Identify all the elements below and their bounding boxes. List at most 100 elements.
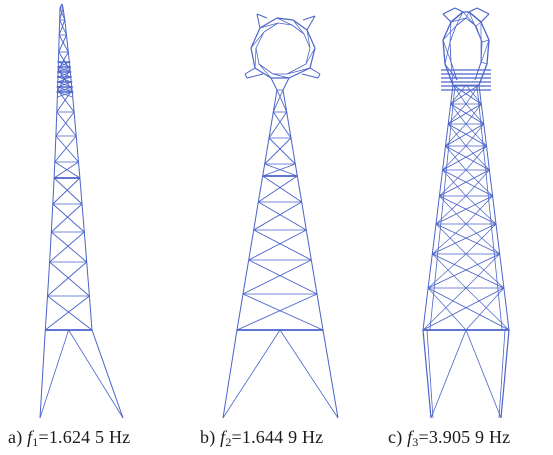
- tower-head-brace: [292, 19, 305, 35]
- tower-brace-member: [465, 195, 497, 225]
- tower-leg-member: [488, 169, 494, 197]
- tower-head-frame: [286, 63, 307, 75]
- tower-leg-member: [442, 145, 446, 171]
- tower-brace-member: [442, 169, 467, 197]
- tower-brace-member: [432, 223, 467, 255]
- tower-leg-member: [58, 19, 61, 36]
- tower-brace-member: [450, 84, 480, 105]
- tower-leg-member: [52, 177, 55, 205]
- tower-head-brace: [442, 39, 452, 63]
- crossarm-member: [57, 66, 71, 73]
- crossarm-member: [57, 76, 71, 83]
- tower-brace-member: [439, 195, 467, 225]
- panel-a: [0, 0, 180, 420]
- tower-leg-member: [450, 84, 454, 105]
- tower-brace-member: [465, 223, 497, 255]
- earth-peak-right: [480, 13, 490, 23]
- tower-head-brace: [305, 47, 316, 65]
- tower-brace-member: [435, 223, 500, 255]
- tower-brace-member: [465, 169, 490, 197]
- panel-b: [185, 0, 370, 420]
- tower-brace-member: [45, 295, 90, 331]
- caption-b-tag: b): [200, 427, 216, 447]
- tower-brace-member: [445, 123, 485, 147]
- tower-head-frame: [255, 47, 260, 65]
- tower-brace-member: [248, 229, 307, 261]
- caption-c-subscript: 3: [412, 435, 419, 449]
- tower-brace-member: [52, 203, 85, 233]
- tower-head-frame: [303, 33, 311, 49]
- foundation-leg: [322, 329, 339, 419]
- tower-leg-member: [431, 223, 437, 255]
- tower-brace-member: [262, 175, 302, 203]
- tower-brace-member: [55, 111, 75, 137]
- tower-brace-member: [465, 223, 500, 255]
- caption-b-symbol: f: [220, 427, 226, 447]
- caption-b-value: =1.644 9 Hz: [231, 427, 324, 447]
- tower-leg-member: [83, 231, 88, 263]
- tower-b-mode-shape: [222, 13, 339, 419]
- tower-leg-member: [242, 259, 250, 295]
- tower-head-brace: [455, 11, 464, 27]
- panel-c: [375, 0, 553, 420]
- tower-brace-member: [465, 287, 505, 331]
- tower-brace-member: [435, 195, 467, 225]
- tower-leg-member: [257, 175, 264, 203]
- tower-head-frame: [259, 17, 278, 29]
- tower-leg-member: [56, 89, 59, 113]
- crossarm-member: [57, 81, 72, 88]
- tower-brace-member: [450, 103, 467, 125]
- tower-brace-member: [465, 84, 480, 105]
- tower-head-frame: [254, 67, 272, 79]
- tower-head-brace: [259, 22, 279, 29]
- tower-leg-member: [53, 161, 56, 179]
- tower-brace-member: [53, 177, 83, 205]
- tower-brace-member: [59, 19, 67, 36]
- tower-leg-member: [503, 287, 510, 331]
- tower-head-frame: [480, 21, 490, 41]
- crossarm-member: [58, 61, 70, 68]
- tower-brace-member: [53, 161, 79, 179]
- foundation-leg: [500, 329, 510, 419]
- tower-brace-member: [465, 123, 487, 147]
- tower-brace-member: [465, 253, 500, 289]
- tower-head-frame: [291, 24, 305, 35]
- tower-head-frame: [288, 67, 311, 79]
- tower-brace-member: [465, 103, 482, 125]
- tower-leg-member: [58, 34, 60, 53]
- tower-brace-member: [49, 231, 85, 263]
- tower-head-brace: [286, 67, 311, 75]
- tower-leg-member: [79, 177, 83, 205]
- tower-brace-member: [432, 253, 505, 289]
- tower-head-frame: [309, 47, 316, 69]
- tower-leg-member: [290, 137, 296, 165]
- caption-b-subscript: 2: [225, 435, 232, 449]
- tower-brace-member: [447, 123, 487, 147]
- tower-waist: [270, 77, 278, 91]
- tower-head-frame: [486, 39, 490, 65]
- crossarm-left: [246, 73, 264, 79]
- tower-leg-member: [305, 229, 312, 261]
- tower-head-brace: [442, 25, 457, 41]
- tower-leg-member: [86, 261, 90, 297]
- earth-peak-right: [468, 7, 478, 13]
- tower-brace-member: [242, 293, 324, 331]
- foundation-leg: [430, 329, 467, 419]
- tower-head-brace: [450, 17, 467, 23]
- tower-leg-member: [50, 203, 54, 233]
- tower-brace-member: [439, 169, 490, 197]
- tower-brace-member: [258, 175, 298, 203]
- caption-c-value: =3.905 9 Hz: [418, 427, 511, 447]
- tower-head-frame: [442, 39, 446, 65]
- tower-leg-member: [478, 84, 482, 105]
- tower-a-mode-shape: [39, 3, 124, 419]
- tower-head-brace: [272, 73, 290, 79]
- tower-brace-member: [445, 123, 467, 147]
- tower-brace-member: [427, 253, 467, 289]
- caption-a-tag: a): [8, 427, 23, 447]
- tower-brace-member: [442, 169, 493, 197]
- tower-head-frame: [455, 17, 467, 27]
- tower-brace-member: [427, 253, 500, 289]
- foundation-leg: [498, 329, 506, 419]
- tower-leg-member: [301, 201, 307, 231]
